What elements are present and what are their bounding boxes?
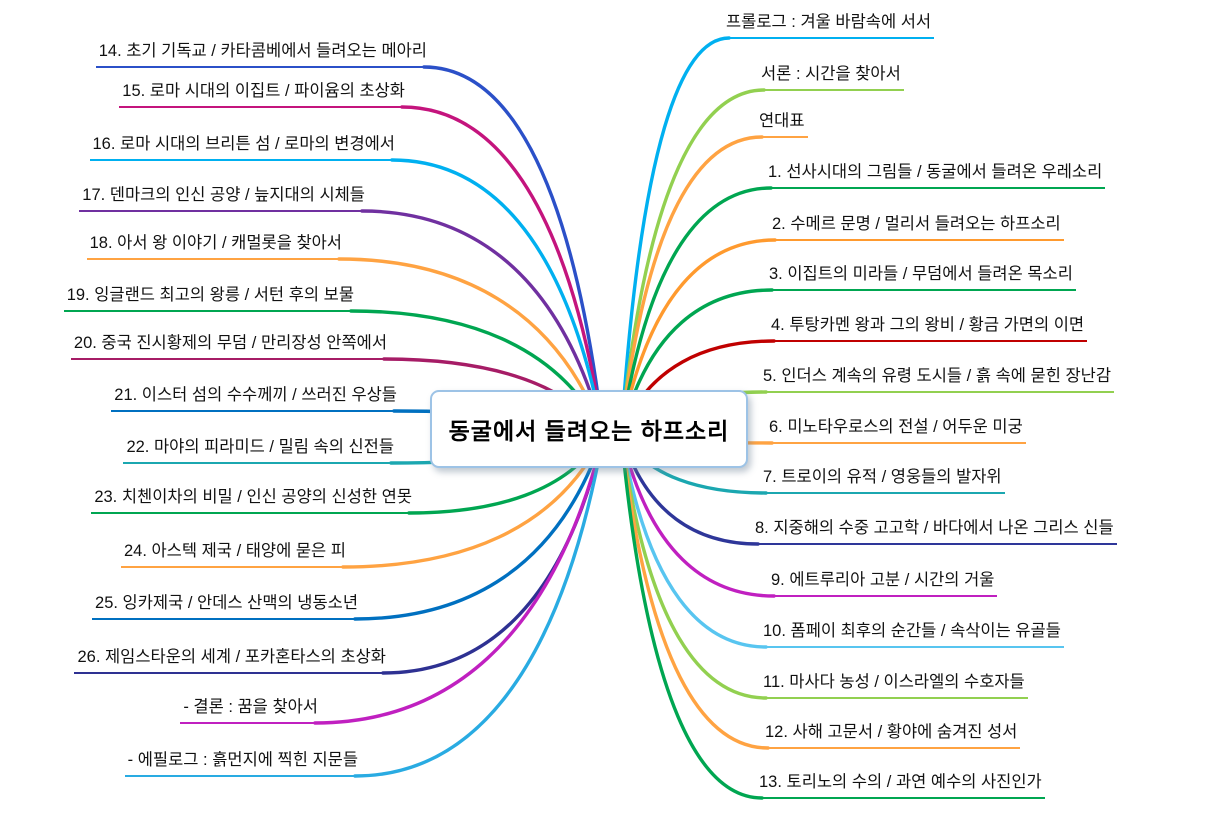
branch-label-left[interactable]: 18. 아서 왕 이야기 / 캐멀롯을 찾아서 bbox=[86, 233, 345, 260]
branch-label-left[interactable]: - 결론 : 꿈을 찾아서 bbox=[180, 697, 321, 724]
branch-label-right[interactable]: 9. 에트루리아 고분 / 시간의 거울 bbox=[768, 570, 998, 597]
branch-curve bbox=[620, 36, 731, 427]
branch-label-right[interactable]: 6. 미노타우로스의 전설 / 어두운 미궁 bbox=[766, 417, 1026, 444]
branch-label-right[interactable]: 1. 선사시대의 그림들 / 동굴에서 들려온 우레소리 bbox=[765, 162, 1106, 189]
branch-label-left[interactable]: 26. 제임스타운의 세계 / 포카혼타스의 초상화 bbox=[74, 647, 389, 674]
branch-label-left[interactable]: 17. 덴마크의 인신 공양 / 늪지대의 시체들 bbox=[79, 185, 368, 212]
branch-label-right[interactable]: 13. 토리노의 수의 / 과연 예수의 사진인가 bbox=[756, 772, 1045, 799]
central-topic-label: 동굴에서 들려오는 하프소리 bbox=[448, 418, 730, 444]
branch-curve bbox=[313, 439, 604, 725]
branch-label-left[interactable]: 20. 중국 진시황제의 무덤 / 만리장성 안쪽에서 bbox=[70, 333, 390, 360]
branch-curve bbox=[422, 65, 604, 428]
branch-label-left[interactable]: 21. 이스터 섬의 수수께끼 / 쓰러진 우상들 bbox=[111, 385, 400, 412]
branch-label-left[interactable]: 23. 치첸이차의 비밀 / 인신 공양의 신성한 연못 bbox=[91, 487, 415, 514]
branch-curve bbox=[353, 437, 604, 621]
branch-curve bbox=[400, 105, 604, 429]
branch-label-left[interactable]: 15. 로마 시대의 이집트 / 파이윰의 초상화 bbox=[119, 81, 408, 108]
branch-label-right[interactable]: 2. 수메르 문명 / 멀리서 들려오는 하프소리 bbox=[769, 214, 1064, 241]
branch-curve bbox=[390, 158, 604, 430]
branch-curve bbox=[341, 435, 604, 569]
branch-curve bbox=[620, 439, 770, 750]
branch-curve bbox=[620, 88, 766, 428]
branch-label-right[interactable]: 4. 투탕카멘 왕과 그의 왕비 / 황금 가면의 이면 bbox=[768, 315, 1088, 342]
branch-label-right[interactable]: 3. 이집트의 미라들 / 무덤에서 들려온 목소리 bbox=[766, 264, 1076, 291]
branch-curve bbox=[620, 437, 768, 649]
branch-curve bbox=[620, 440, 764, 800]
branch-curve bbox=[381, 438, 604, 675]
branch-label-left[interactable]: 22. 마야의 피라미드 / 밀림 속의 신전들 bbox=[123, 437, 397, 464]
branch-curve bbox=[620, 186, 773, 430]
branch-curve bbox=[620, 135, 764, 429]
branch-curve bbox=[620, 238, 777, 431]
branch-label-right[interactable]: 프롤로그 : 겨울 바람속에 서서 bbox=[723, 12, 935, 39]
branch-label-right[interactable]: 10. 폼페이 최후의 순간들 / 속삭이는 유골들 bbox=[760, 621, 1064, 648]
branch-label-left[interactable]: 24. 아스텍 제국 / 태양에 묻은 피 bbox=[120, 541, 349, 568]
branch-label-right[interactable]: 8. 지중해의 수중 고고학 / 바다에서 나온 그리스 신들 bbox=[752, 518, 1117, 545]
branch-label-right[interactable]: 연대표 bbox=[756, 111, 808, 138]
branch-label-right[interactable]: 서론 : 시간을 찾아서 bbox=[758, 64, 904, 91]
branch-label-right[interactable]: 11. 마사다 농성 / 이스라엘의 수호자들 bbox=[760, 672, 1028, 699]
branch-curve bbox=[620, 435, 776, 598]
branch-curve bbox=[620, 438, 768, 700]
branch-label-left[interactable]: 16. 로마 시대의 브리튼 섬 / 로마의 변경에서 bbox=[89, 134, 398, 161]
branch-label-left[interactable]: - 에필로그 : 흙먼지에 찍힌 지문들 bbox=[124, 750, 361, 777]
branch-label-right[interactable]: 5. 인더스 계속의 유령 도시들 / 흙 속에 묻힌 장난감 bbox=[760, 366, 1115, 393]
branch-label-left[interactable]: 25. 잉카제국 / 안데스 산맥의 냉동소년 bbox=[92, 593, 361, 620]
branch-curve bbox=[337, 257, 604, 433]
branch-label-right[interactable]: 7. 트로이의 유적 / 영웅들의 발자위 bbox=[760, 467, 1005, 494]
branch-label-left[interactable]: 19. 잉글랜드 최고의 왕릉 / 서턴 후의 보물 bbox=[63, 285, 357, 312]
branch-curve bbox=[353, 440, 604, 778]
branch-label-right[interactable]: 12. 사해 고문서 / 황야에 숨겨진 성서 bbox=[762, 722, 1021, 749]
branch-curve bbox=[360, 209, 604, 431]
central-topic-node[interactable]: 동굴에서 들려오는 하프소리 bbox=[430, 390, 748, 468]
branch-label-left[interactable]: 14. 초기 기독교 / 카타콤베에서 들려오는 메아리 bbox=[95, 41, 430, 68]
